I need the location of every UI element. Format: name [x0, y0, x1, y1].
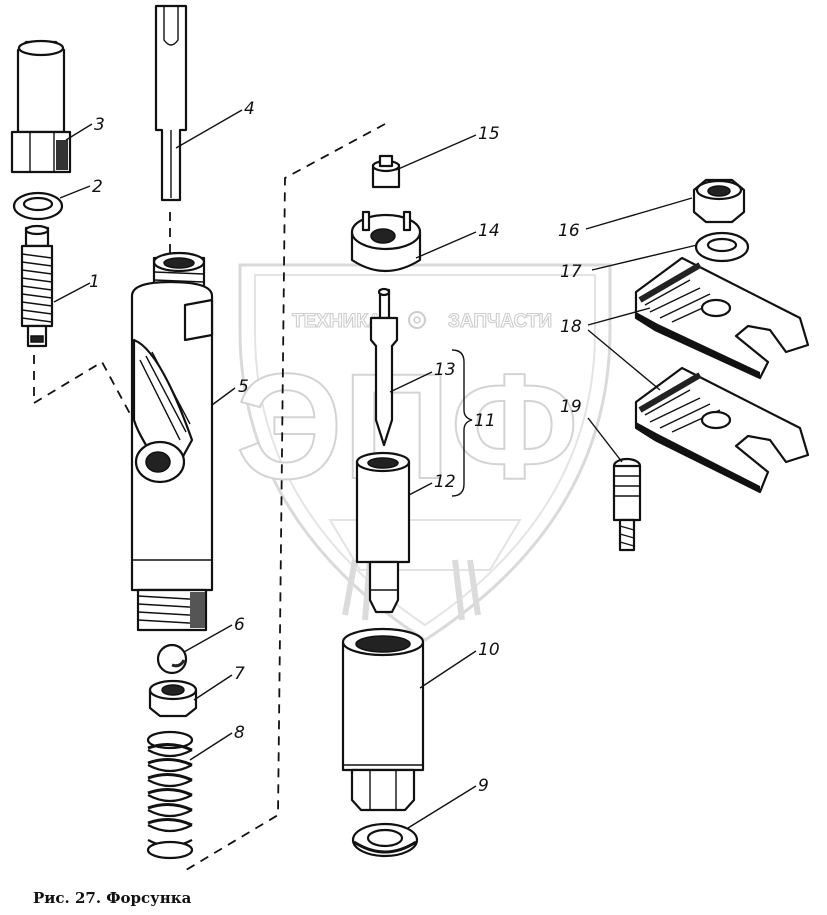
- group-11-brace: [451, 349, 473, 497]
- callout-18: 18: [560, 317, 582, 337]
- callout-9: 9: [478, 776, 489, 796]
- figure-caption: Рис. 27. Форсунка: [33, 889, 192, 907]
- assembly-line-left: [33, 355, 156, 461]
- part-6-ball: [156, 643, 188, 675]
- callout-2: 2: [92, 177, 103, 197]
- callout-labels: 1 2 3 4 5 6 7 8 9 10 11 12 13 14 15 16 1…: [89, 99, 582, 796]
- gear-icon: [408, 311, 426, 329]
- callout-1: 1: [89, 272, 100, 292]
- callout-17: 17: [560, 262, 582, 282]
- part-3-union-fitting: [10, 39, 72, 174]
- part-15-small-nut: [371, 154, 401, 189]
- leader-lines: [53, 109, 698, 829]
- part-2-washer: [12, 191, 64, 221]
- callout-16: 16: [558, 221, 580, 241]
- part-5-injector-body: [130, 251, 214, 632]
- part-14-flange: [350, 210, 422, 272]
- part-10-cap-nut: [341, 627, 425, 812]
- callout-13: 13: [434, 360, 456, 380]
- part-19-stud: [612, 457, 642, 552]
- part-17-washer: [694, 231, 750, 263]
- part-18-clamp-plate-upper: [634, 256, 810, 380]
- callout-15: 15: [478, 124, 500, 144]
- callout-11: 11: [474, 411, 496, 431]
- callout-10: 10: [478, 640, 500, 660]
- callout-6: 6: [234, 615, 245, 635]
- callout-4: 4: [244, 99, 255, 119]
- part-9-washer: [351, 822, 419, 858]
- part-4-push-rod: [154, 4, 188, 202]
- part-13-needle: [369, 287, 399, 447]
- callout-8: 8: [234, 723, 245, 743]
- callout-14: 14: [478, 221, 500, 241]
- callout-3: 3: [94, 115, 105, 135]
- callout-5: 5: [238, 377, 249, 397]
- watermark-letters: ЭПФ: [236, 342, 579, 510]
- callout-7: 7: [234, 664, 245, 684]
- part-18-clamp-plate-lower: [634, 366, 810, 494]
- watermark: ТЕХНИКА ЗАПЧАСТИ ЭПФ: [235, 263, 612, 642]
- part-7-spring-seat: [148, 679, 198, 718]
- watermark-brand-left: ТЕХНИКА: [292, 311, 382, 332]
- part-16-hex-nut: [692, 178, 746, 224]
- part-8-spring: [146, 730, 194, 860]
- part-12-nozzle-body: [355, 451, 411, 614]
- callout-19: 19: [560, 397, 582, 417]
- assembly-line-right: [185, 123, 386, 871]
- callout-12: 12: [434, 472, 456, 492]
- watermark-brand-right: ЗАПЧАСТИ: [448, 311, 552, 332]
- part-1-filter-stud: [20, 224, 54, 348]
